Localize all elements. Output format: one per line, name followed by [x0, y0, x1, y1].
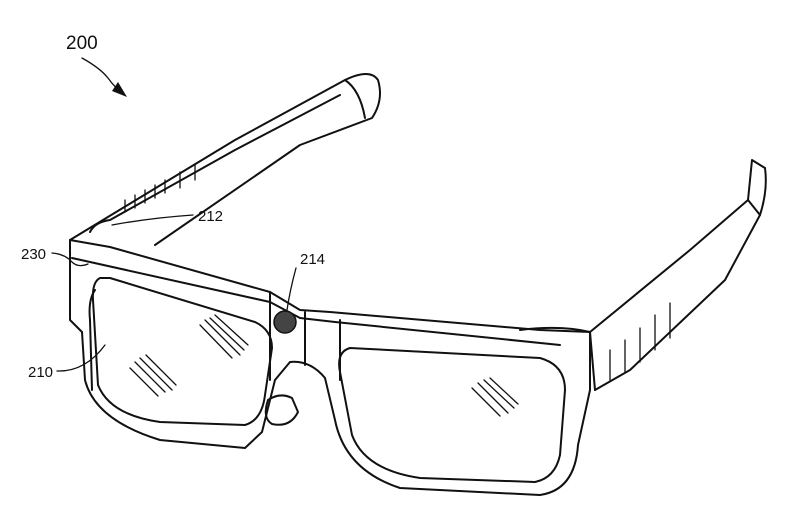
label-214: 214 [300, 251, 325, 268]
label-230: 230 [21, 246, 46, 263]
arrowhead-icon [112, 82, 127, 97]
label-212: 212 [198, 208, 223, 225]
leader-214 [286, 267, 297, 311]
leader-210 [56, 344, 106, 372]
front-frame [69, 239, 591, 496]
leader-230 [51, 252, 89, 267]
leader-212 [111, 214, 194, 226]
right-temple [519, 159, 767, 391]
left-temple [69, 73, 381, 246]
label-210: 210 [28, 364, 53, 381]
label-200: 200 [66, 33, 98, 54]
camera-lens-icon [273, 310, 297, 334]
